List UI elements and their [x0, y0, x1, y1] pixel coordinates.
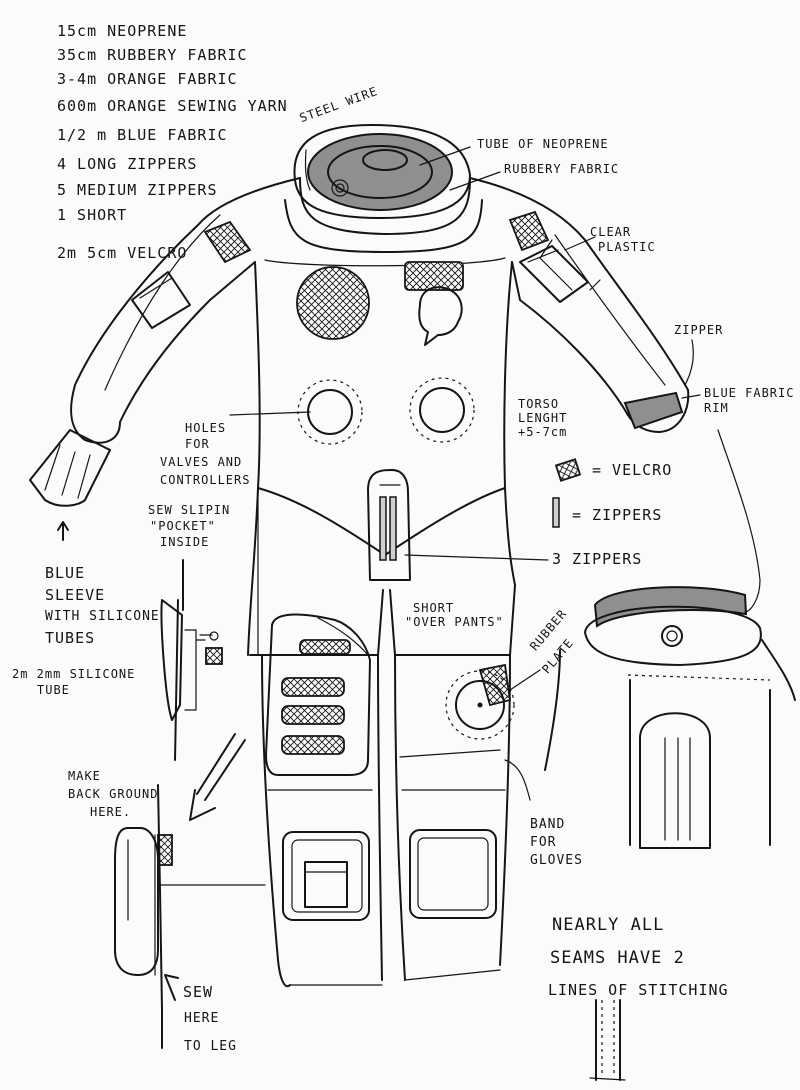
material-item: 5 MEDIUM ZIPPERS — [57, 181, 218, 199]
material-item: 4 LONG ZIPPERS — [57, 155, 198, 173]
label-holes: HOLES — [185, 421, 227, 435]
label-holes: FOR — [185, 437, 210, 451]
badge-outline — [418, 286, 463, 346]
material-item: 2m 5cm VELCRO — [57, 244, 188, 262]
legend-symbols — [552, 458, 582, 528]
pocket-detail-sketch — [160, 559, 219, 761]
label-zipper: ZIPPER — [674, 323, 724, 337]
label-short: SHORT — [413, 601, 455, 615]
material-item: 1/2 m BLUE FABRIC — [57, 126, 228, 144]
seam-column-sketch — [589, 999, 626, 1081]
leader-lines — [229, 146, 761, 801]
label-sew-pocket: "POCKET" — [150, 519, 216, 533]
zipper-marks — [539, 239, 601, 291]
material-item: 1 SHORT — [57, 206, 128, 224]
label-seams: NEARLY ALL — [552, 915, 665, 935]
label-torso-length: +5-7cm — [518, 425, 568, 439]
boot-sole-sketch — [114, 784, 266, 1049]
label-make-background: BACK GROUND — [68, 787, 159, 801]
label-band-gloves: BAND — [530, 817, 566, 832]
label-seams: LINES OF STITCHING — [548, 981, 729, 999]
label-sew-to-leg: HERE — [184, 1011, 220, 1026]
label-holes: CONTROLLERS — [160, 473, 251, 487]
label-band-gloves: GLOVES — [530, 853, 583, 868]
label-sew-to-leg: TO LEG — [184, 1039, 237, 1054]
material-item: 3-4m ORANGE FABRIC — [57, 70, 238, 88]
label-clear-plastic: CLEAR — [590, 225, 632, 239]
material-item: 35cm RUBBERY FABRIC — [57, 46, 248, 64]
neck-ring — [293, 124, 471, 219]
label-blue-sleeve: SLEEVE — [45, 586, 106, 604]
knee-pads — [267, 749, 506, 921]
label-holes: VALVES AND — [160, 455, 243, 469]
wrists — [29, 391, 684, 507]
label-blue-sleeve: BLUE — [45, 564, 86, 582]
label-torso-length: LENGHT — [518, 411, 568, 425]
label-blue-sleeve: WITH SILICONE — [45, 609, 160, 624]
arrows — [57, 521, 246, 1001]
legend-zippers: = ZIPPERS — [572, 506, 663, 524]
label-sew-to-leg: SEW — [183, 983, 214, 1001]
thigh-pocket — [265, 613, 371, 776]
material-item: 600m ORANGE SEWING YARN — [57, 97, 288, 115]
label-silicone-tube: TUBE — [37, 683, 70, 697]
label-blue-fabric-rim: BLUE FABRIC — [704, 386, 795, 400]
label-tube-of-neoprene: TUBE OF NEOPRENE — [477, 137, 609, 151]
label-clear-plastic: PLASTIC — [598, 240, 656, 254]
label-sew-pocket: SEW SLIPIN — [148, 503, 231, 517]
label-blue-fabric-rim: RIM — [704, 401, 729, 415]
front-zipper-panel — [367, 469, 411, 581]
label-short: "OVER PANTS" — [405, 615, 504, 629]
velcro-patches — [157, 210, 550, 866]
label-sew-pocket: INSIDE — [160, 535, 210, 549]
suit-outline — [70, 177, 690, 988]
label-blue-sleeve: TUBES — [45, 629, 96, 647]
arm-pockets — [131, 245, 589, 329]
label-rubbery-fabric: RUBBERY FABRIC — [504, 162, 620, 176]
legend-velcro: = VELCRO — [592, 461, 673, 479]
label-band-gloves: FOR — [530, 835, 557, 850]
label-make-background: MAKE — [68, 769, 101, 783]
label-three-zippers: 3 ZIPPERS — [552, 550, 643, 568]
material-item: 15cm NEOPRENE — [57, 22, 188, 40]
label-torso-length: TORSO — [518, 397, 560, 411]
label-seams: SEAMS HAVE 2 — [550, 948, 685, 968]
back-detail-sketch — [544, 586, 796, 849]
label-silicone-tube: 2m 2mm SILICONE — [12, 667, 136, 681]
label-make-background: HERE. — [90, 805, 132, 819]
